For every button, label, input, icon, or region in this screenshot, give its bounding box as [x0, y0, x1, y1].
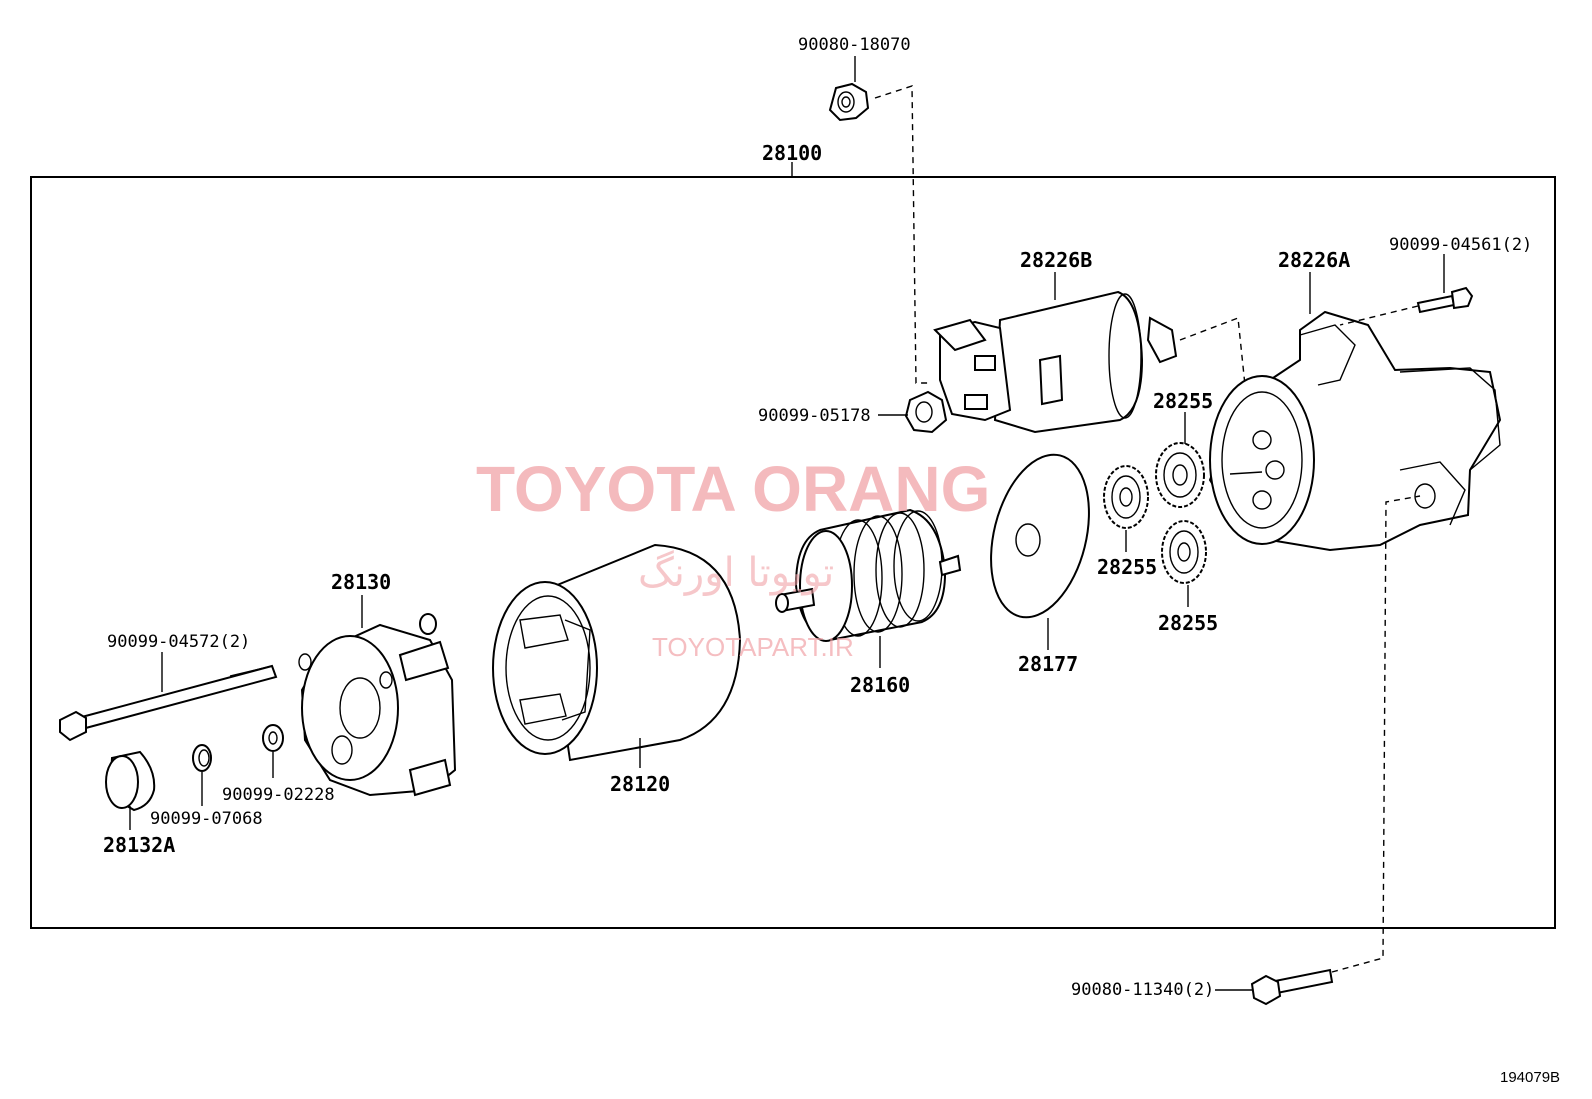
label-bolt-housing[interactable]: 90099-04561(2) [1389, 235, 1532, 255]
solenoid-part [933, 290, 1178, 434]
gear-c-part [1161, 520, 1207, 584]
label-assembly[interactable]: 28100 [762, 141, 822, 165]
plate-part [990, 453, 1090, 619]
label-bolt-bottom[interactable]: 90080-11340(2) [1071, 980, 1214, 1000]
yoke-part [492, 543, 742, 762]
watermark-site: TOYOTAPART.IR [652, 632, 854, 662]
label-yoke[interactable]: 28120 [610, 772, 670, 796]
through-bolt-part [59, 664, 278, 742]
label-nut-top[interactable]: 90080-18070 [798, 35, 911, 55]
housing-part [1208, 310, 1502, 552]
label-end-frame[interactable]: 28130 [331, 570, 391, 594]
washer-b-part [262, 724, 284, 752]
label-nut-solenoid[interactable]: 90099-05178 [758, 406, 871, 426]
label-washer-a[interactable]: 90099-07068 [150, 809, 263, 829]
watermark-persian: تویوتا اورنگ [638, 550, 834, 596]
cap-part [105, 750, 156, 812]
label-armature[interactable]: 28160 [850, 673, 910, 697]
bolt-housing-part [1416, 286, 1474, 314]
label-housing[interactable]: 28226A [1278, 248, 1350, 272]
label-plate[interactable]: 28177 [1018, 652, 1078, 676]
gear-b-part [1103, 465, 1149, 529]
armature-part [775, 508, 962, 642]
watermark-main: TOYOTA ORANG [476, 453, 990, 525]
assembly-frame [30, 176, 1556, 929]
figure-code: 194079B [1500, 1069, 1560, 1086]
end-frame-part [298, 613, 457, 797]
washer-a-part [192, 744, 212, 772]
label-gear-a[interactable]: 28255 [1153, 389, 1213, 413]
nut-solenoid-part [904, 390, 948, 434]
label-washer-b[interactable]: 90099-02228 [222, 785, 335, 805]
label-solenoid[interactable]: 28226B [1020, 248, 1092, 272]
label-through-bolt[interactable]: 90099-04572(2) [107, 632, 250, 652]
label-gear-c[interactable]: 28255 [1158, 611, 1218, 635]
nut-top-part [828, 82, 870, 122]
label-cap[interactable]: 28132A [103, 833, 175, 857]
gear-a-part [1155, 442, 1205, 508]
label-gear-b[interactable]: 28255 [1097, 555, 1157, 579]
bolt-bottom-part [1250, 968, 1334, 1006]
